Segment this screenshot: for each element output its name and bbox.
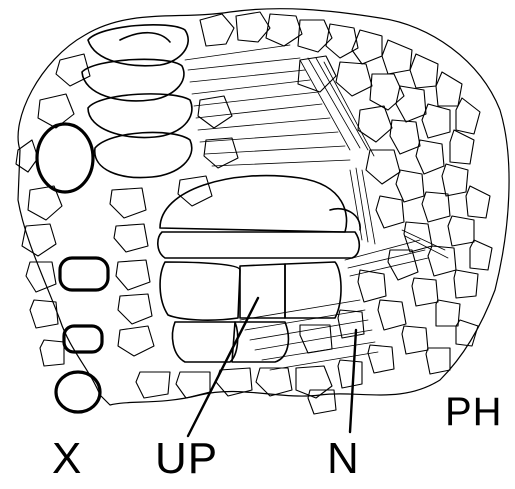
up-pointer-line (188, 298, 258, 436)
label-n: N (327, 437, 360, 481)
xylem-vessels (37, 124, 108, 412)
upper-elongated-cells (82, 25, 192, 178)
central-large-cells (158, 176, 360, 362)
label-ph: PH (445, 392, 503, 432)
section-outline (18, 9, 509, 405)
parenchyma-cells (16, 12, 492, 414)
label-up: UP (155, 437, 218, 481)
label-x: X (52, 437, 82, 481)
